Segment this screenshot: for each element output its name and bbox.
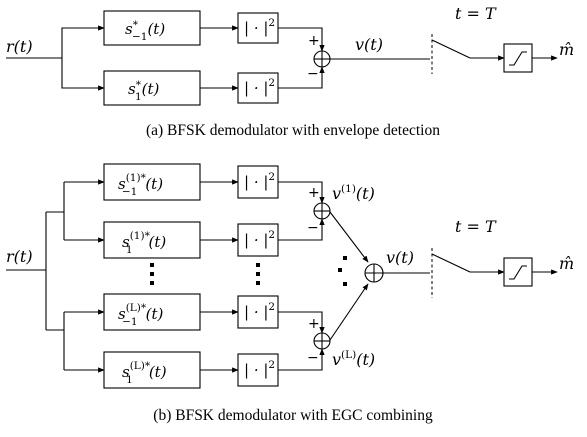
input-label-b: r(t): [6, 247, 33, 266]
minus-sign-a: −: [307, 66, 319, 82]
wire-b9: [278, 181, 325, 204]
decision-output-a: m̂: [559, 40, 574, 59]
branch-bottom-a: [61, 58, 105, 91]
wire-a3: [278, 27, 325, 52]
summer-final: [364, 263, 384, 283]
summer-b1: [313, 202, 331, 220]
wire-b11: [278, 311, 325, 334]
decision-curve-a: [509, 51, 527, 66]
squarer-label-1-bottom: | · |2: [244, 229, 275, 249]
wire-a4: [278, 66, 325, 89]
switch-b: [431, 253, 471, 273]
filter-label-L-bottom: s(L)*1(t): [122, 360, 167, 386]
filter-label-top-a: s*−1(t): [125, 19, 165, 43]
minus-sign-bL: −: [307, 350, 319, 366]
caption-b: (b) BFSK demodulator with EGC combining: [153, 407, 433, 424]
plus-sign-bL: +: [308, 316, 320, 332]
input-label-a: r(t): [6, 37, 33, 56]
filter-box-L-bottom: [103, 351, 201, 389]
wire-b12: [278, 348, 325, 371]
wire-b10: [278, 218, 325, 241]
vL-label: v(L)(t): [332, 349, 375, 369]
filter-box-bottom-a: [103, 70, 201, 106]
squarer-L-bottom: [237, 353, 279, 387]
sample-label-a: t = T: [455, 4, 497, 23]
squarer-label-top-a: | · |2: [244, 17, 275, 37]
summer-bL: [313, 332, 331, 350]
caption-a: (a) BFSK demodulator with envelope detec…: [146, 122, 440, 139]
ellipsis-squarers: [256, 263, 260, 285]
plus-sign-a: +: [308, 33, 320, 49]
switch-a: [431, 39, 471, 59]
filter-label-1-top: s(1)*−1(t): [118, 172, 163, 198]
output-label-a: v(t): [355, 35, 383, 54]
wire-b13: [329, 211, 369, 263]
squarer-box-bottom-a: [237, 72, 279, 104]
filter-label-1-bottom: s(1)*1(t): [122, 230, 166, 256]
ellipsis-combiner: [338, 256, 347, 286]
squarer-label-L-bottom: | · |2: [244, 359, 275, 379]
summer-a: [313, 50, 331, 68]
minus-sign-b1: −: [307, 220, 319, 236]
sample-label-b: t = T: [455, 217, 497, 236]
plus-sign-b1: +: [308, 185, 320, 201]
diagram-b: r(t) s(1)*−1(t) s(1)*1(t) s(L)*−1(t) s(L…: [6, 163, 574, 389]
squarer-1-top: [237, 165, 279, 199]
filter-label-L-top: s(L)*−1(t): [118, 302, 163, 328]
squarer-label-1-top: | · |2: [244, 171, 275, 191]
diagram-a: r(t) s*−1(t) s*1(t) | · |2 | · |2 + − v: [6, 4, 574, 106]
filter-label-bottom-a: s*1(t): [128, 79, 160, 103]
squarer-label-bottom-a: | · |2: [244, 77, 275, 97]
filter-box-1-top: [103, 163, 201, 201]
wire-b14: [329, 283, 369, 341]
v1-label: v(1)(t): [332, 183, 375, 203]
squarer-L-top: [237, 295, 279, 329]
branch-top-a: [61, 25, 105, 58]
ellipsis-filters: [150, 263, 154, 285]
squarer-label-L-top: | · |2: [244, 301, 275, 321]
decision-curve-b: [509, 265, 527, 280]
squarer-1-bottom: [237, 223, 279, 257]
filter-box-1-bottom: [103, 221, 201, 259]
decision-output-b: m̂: [559, 254, 574, 273]
output-label-b: v(t): [386, 248, 414, 267]
